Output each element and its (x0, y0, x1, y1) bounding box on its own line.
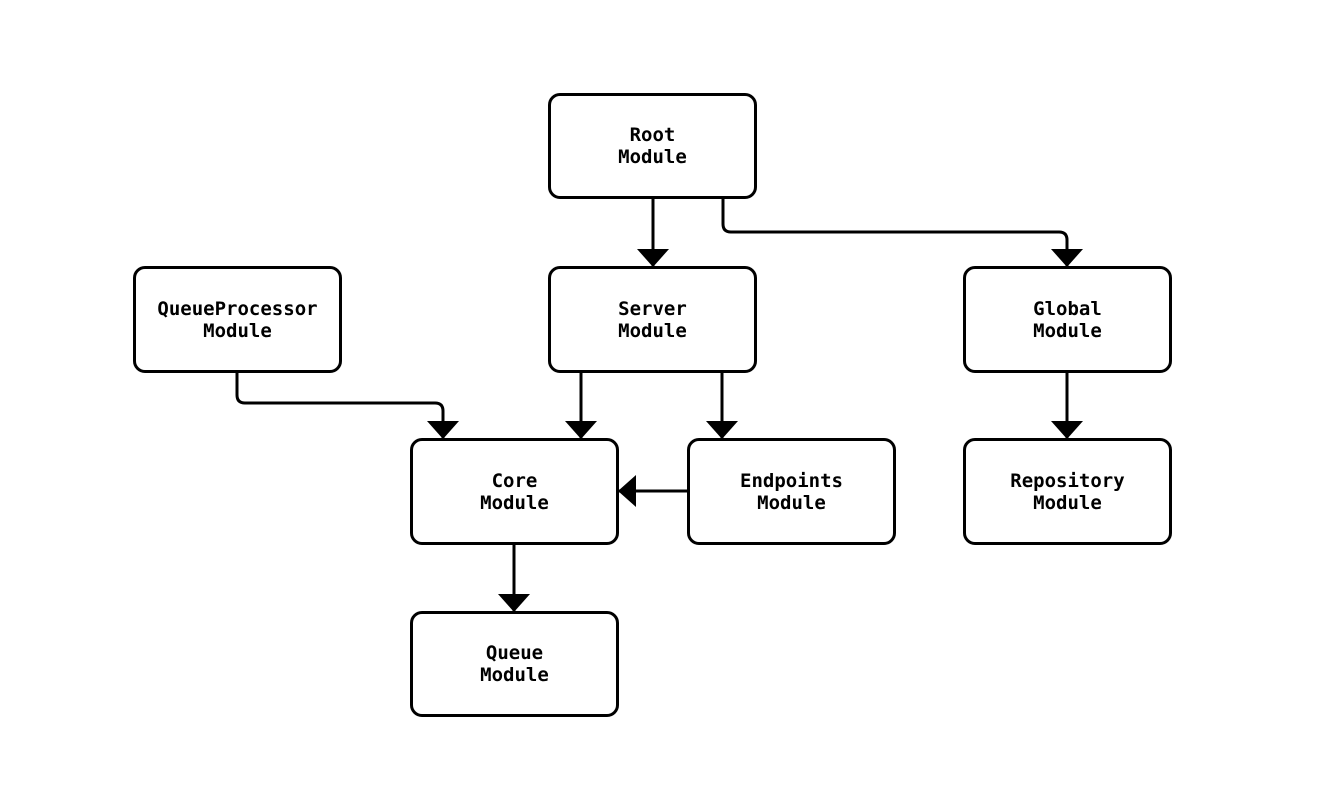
node-queue-module: Queue Module (410, 611, 619, 717)
node-label: QueueProcessor Module (157, 297, 318, 342)
node-label: Endpoints Module (740, 469, 843, 514)
edge-queueprocessor-to-core (235, 373, 459, 439)
node-global-module: Global Module (963, 266, 1172, 373)
node-queueprocessor-module: QueueProcessor Module (133, 266, 342, 373)
edge-root-to-global (721, 199, 1083, 267)
node-label: Server Module (618, 297, 687, 342)
node-label: Core Module (480, 469, 549, 514)
node-repository-module: Repository Module (963, 438, 1172, 545)
node-server-module: Server Module (548, 266, 757, 373)
node-endpoints-module: Endpoints Module (687, 438, 896, 545)
node-core-module: Core Module (410, 438, 619, 545)
node-label: Root Module (618, 124, 687, 168)
node-label: Queue Module (480, 642, 549, 686)
node-root-module: Root Module (548, 93, 757, 199)
node-label: Repository Module (1010, 469, 1125, 514)
node-label: Global Module (1033, 297, 1102, 342)
